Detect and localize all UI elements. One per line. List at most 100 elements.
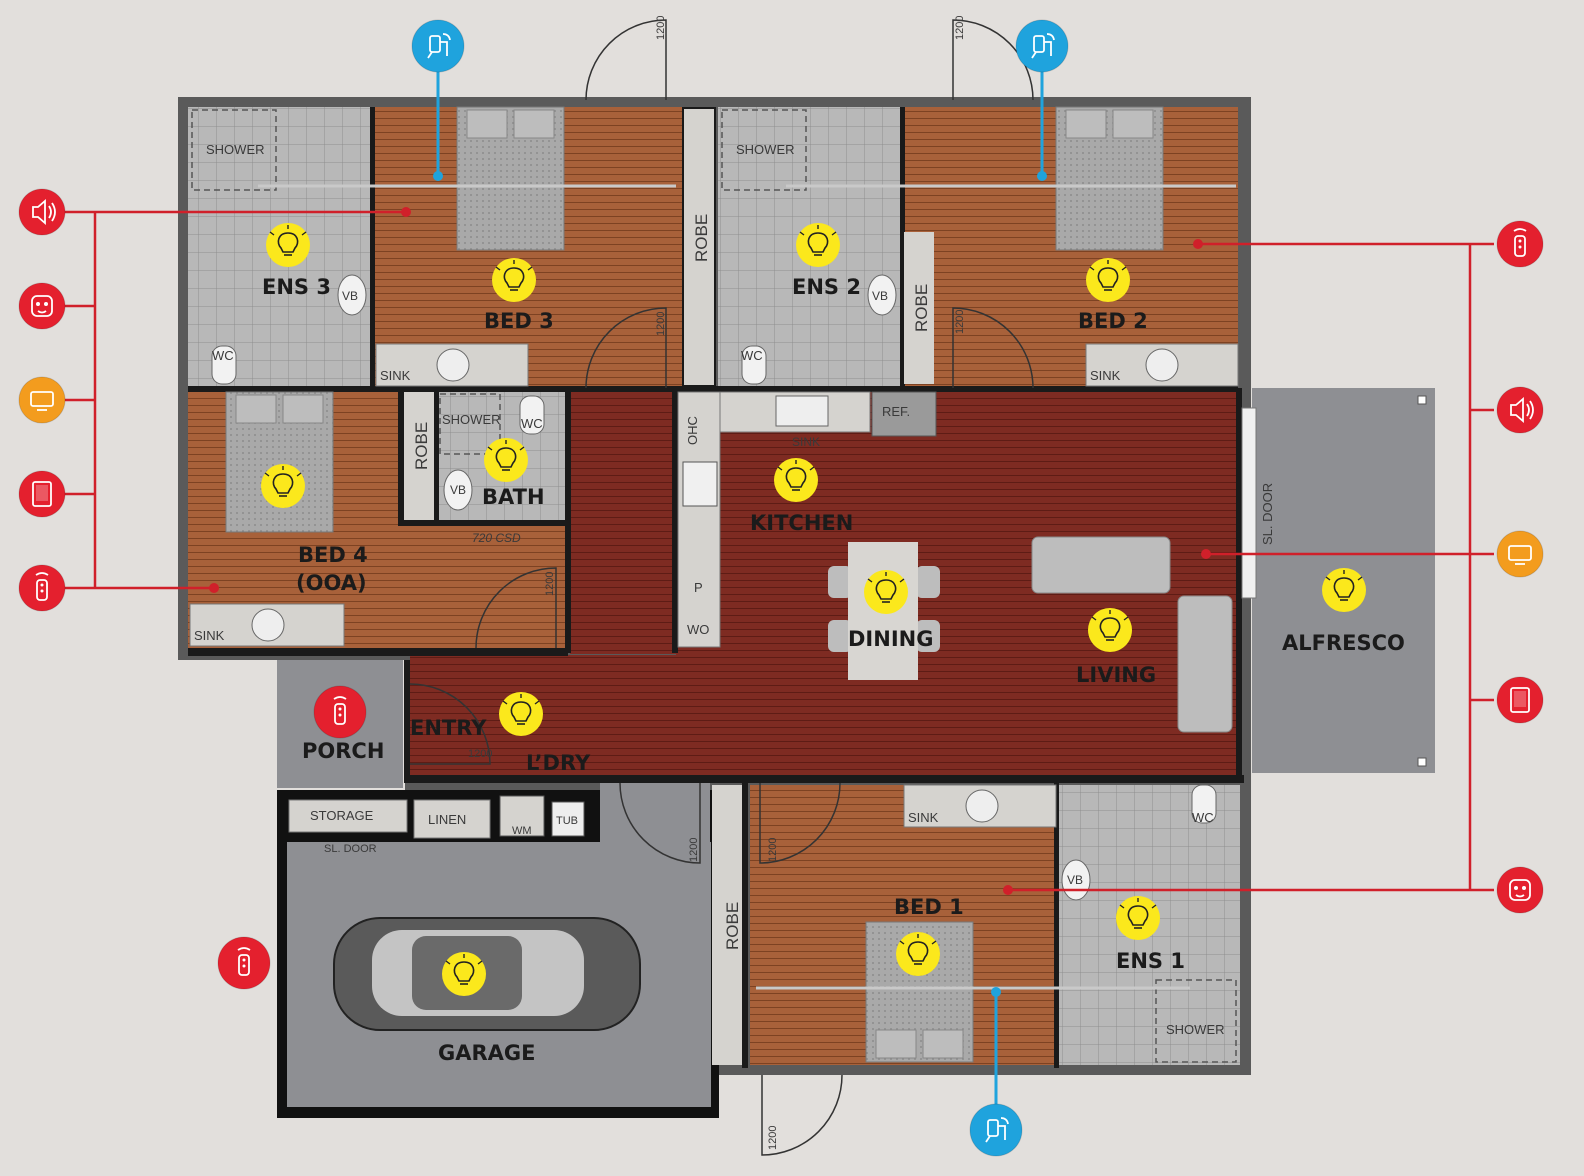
wc-label-ens3: WC bbox=[212, 348, 234, 363]
light-bulb-icon[interactable] bbox=[1088, 608, 1132, 652]
pantry-label: P bbox=[694, 580, 703, 595]
garage-upper bbox=[600, 780, 710, 850]
smart-plug-icon[interactable] bbox=[18, 282, 66, 330]
fridge bbox=[871, 391, 937, 437]
room-label-bed3: BED 3 bbox=[484, 309, 554, 333]
tv-icon[interactable] bbox=[1496, 530, 1544, 578]
washing-machine bbox=[499, 795, 545, 837]
tablet-icon[interactable] bbox=[1496, 676, 1544, 724]
tv-icon[interactable] bbox=[18, 376, 66, 424]
csd-label: 720 CSD bbox=[472, 531, 521, 545]
door-sensor-icon[interactable] bbox=[411, 19, 465, 73]
light-bulb-icon[interactable] bbox=[492, 258, 536, 302]
speaker-icon[interactable] bbox=[18, 188, 66, 236]
vb-label-ens1: VB bbox=[1067, 873, 1083, 887]
garage-sl-door-label: SL. DOOR bbox=[324, 843, 377, 855]
robe-bed4 bbox=[404, 392, 434, 520]
wall-oven-label: WO bbox=[687, 622, 709, 637]
linen-cupboard bbox=[413, 799, 491, 839]
robe-bed3-label: ROBE bbox=[692, 214, 711, 262]
devices-layer bbox=[18, 19, 1544, 1157]
dining-chair bbox=[916, 566, 940, 598]
robe-bed4-label: ROBE bbox=[412, 422, 431, 470]
door-sensor-icon[interactable] bbox=[1015, 19, 1069, 73]
room-label-dining: DINING bbox=[848, 627, 933, 651]
smart-plug-icon[interactable] bbox=[1496, 866, 1544, 914]
remote-icon[interactable] bbox=[313, 685, 367, 739]
entry-floor bbox=[410, 655, 676, 777]
storage-shelf bbox=[288, 799, 408, 833]
vb-label-ens3: VB bbox=[342, 289, 358, 303]
shower-label-ens3: SHOWER bbox=[206, 142, 265, 157]
remote-icon[interactable] bbox=[1496, 220, 1544, 268]
hall-floor bbox=[570, 392, 676, 654]
light-bulb-icon[interactable] bbox=[261, 464, 305, 508]
light-bulb-icon[interactable] bbox=[796, 223, 840, 267]
tub-label: TUB bbox=[556, 815, 578, 827]
car bbox=[333, 917, 641, 1031]
wc-label-ens1: WC bbox=[1192, 810, 1214, 825]
room-label-bath: BATH bbox=[482, 485, 545, 509]
linen-label: LINEN bbox=[428, 812, 466, 827]
ohc-label: OHC bbox=[685, 416, 700, 445]
robe-bed1-label: ROBE bbox=[723, 902, 742, 950]
door-width-label: 1200 bbox=[544, 572, 556, 596]
wc-label-ens2: WC bbox=[741, 348, 763, 363]
room-label-bed4-sub: (OOA) bbox=[296, 571, 367, 595]
light-bulb-icon[interactable] bbox=[442, 952, 486, 996]
room-label-porch: PORCH bbox=[302, 739, 384, 763]
light-bulb-icon[interactable] bbox=[499, 692, 543, 736]
door-width-label: 1200 bbox=[767, 838, 779, 862]
room-label-alfresco: ALFRESCO bbox=[1282, 631, 1405, 655]
storage-label: STORAGE bbox=[310, 808, 374, 823]
lights-layer bbox=[261, 223, 1366, 996]
remote-icon[interactable] bbox=[18, 564, 66, 612]
robe-bed2-label: ROBE bbox=[912, 284, 931, 332]
light-bulb-icon[interactable] bbox=[774, 458, 818, 502]
kitchen-sink bbox=[775, 395, 829, 427]
light-bulb-icon[interactable] bbox=[484, 438, 528, 482]
tablet-icon[interactable] bbox=[18, 470, 66, 518]
door-width-label: 1200 bbox=[954, 310, 966, 334]
door-sensor-icon[interactable] bbox=[969, 1103, 1023, 1157]
sofa bbox=[1031, 536, 1171, 594]
remote-icon[interactable] bbox=[217, 936, 271, 990]
vb-label-ens2: VB bbox=[872, 289, 888, 303]
robe-bed2 bbox=[904, 232, 934, 384]
room-label-living: LIVING bbox=[1076, 663, 1156, 687]
shower-label-ens2: SHOWER bbox=[736, 142, 795, 157]
sink-label-bed2: SINK bbox=[1090, 368, 1121, 383]
sink-label-bed1: SINK bbox=[908, 810, 939, 825]
door-swings bbox=[409, 19, 1034, 1156]
room-label-ens3: ENS 3 bbox=[262, 275, 331, 299]
robe-bed1 bbox=[712, 785, 742, 1065]
light-bulb-icon[interactable] bbox=[1322, 568, 1366, 612]
speaker-icon[interactable] bbox=[1496, 386, 1544, 434]
laundry-tub bbox=[551, 801, 585, 837]
light-bulb-icon[interactable] bbox=[864, 570, 908, 614]
sink-label-bed3: SINK bbox=[380, 368, 411, 383]
room-label-ens1: ENS 1 bbox=[1116, 949, 1185, 973]
fridge-label: REF. bbox=[882, 404, 910, 419]
light-bulb-icon[interactable] bbox=[1116, 896, 1160, 940]
cooktop bbox=[682, 461, 718, 507]
room-label-bed1: BED 1 bbox=[894, 895, 964, 919]
sliding-door bbox=[1241, 407, 1257, 599]
light-bulb-icon[interactable] bbox=[266, 223, 310, 267]
kitchen-bench-side bbox=[677, 391, 721, 648]
room-label-bed2: BED 2 bbox=[1078, 309, 1148, 333]
room-label-garage: GARAGE bbox=[438, 1041, 536, 1065]
sl-door-label: SL. DOOR bbox=[1260, 483, 1275, 545]
device-wiring bbox=[64, 210, 1494, 892]
light-bulb-icon[interactable] bbox=[1086, 258, 1130, 302]
light-bulb-icon[interactable] bbox=[896, 932, 940, 976]
room-label-ens2: ENS 2 bbox=[792, 275, 861, 299]
door-width-label: 1200 bbox=[468, 748, 492, 760]
room-label-entry: ENTRY bbox=[410, 716, 487, 740]
room-label-kitchen: KITCHEN bbox=[750, 511, 853, 535]
vb-label-bath: VB bbox=[450, 483, 466, 497]
kitchen-sink-label: SINK bbox=[792, 435, 820, 449]
door-width-label: 1200 bbox=[655, 16, 667, 40]
door-width-label: 1200 bbox=[655, 312, 667, 336]
